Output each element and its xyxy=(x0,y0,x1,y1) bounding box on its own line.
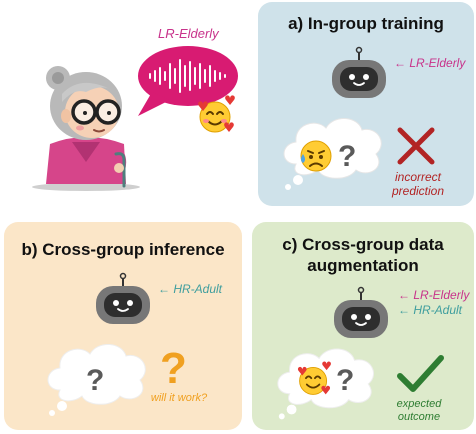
panel-c-title: c) Cross-group data augmentation xyxy=(282,235,444,275)
panel-b-thought-text: ? xyxy=(86,364,105,397)
thought-cloud-icon xyxy=(283,118,382,190)
panel-c-thought-text: ? xyxy=(336,364,355,397)
panel-c-check-caption: expected outcome xyxy=(396,398,442,423)
robot-icon xyxy=(96,272,150,324)
robot-icon xyxy=(334,286,388,338)
thought-cloud-icon xyxy=(47,344,146,416)
question-mark-icon: ? xyxy=(160,344,187,393)
panel-c-robot-label-1: ← LR-Elderly xyxy=(398,288,470,302)
panel-a-cross-caption: incorrect prediction xyxy=(391,170,445,198)
panel-b-question-caption: will it work? xyxy=(150,392,208,404)
panel-b-robot-label: ← HR-Adult xyxy=(158,282,223,296)
panel-a-title: a) In-group training xyxy=(288,14,444,33)
speech-label: LR-Elderly xyxy=(158,26,219,41)
cross-icon xyxy=(397,127,435,165)
speech-bubble-icon xyxy=(138,46,238,116)
elderly-woman-icon xyxy=(32,66,140,191)
sound-wave-icon xyxy=(149,59,226,93)
checkmark-icon xyxy=(397,355,444,392)
smiling-hearts-emoji-icon xyxy=(198,95,235,133)
robot-icon xyxy=(332,46,386,98)
panel-c-robot-label-2: ← HR-Adult xyxy=(398,303,463,317)
panel-a-question-mark: ? xyxy=(338,140,357,173)
panel-b-title: b) Cross-group inference xyxy=(21,240,225,259)
sad-sweat-emoji-icon xyxy=(300,140,332,172)
smiling-hearts-emoji-icon xyxy=(297,361,331,395)
panel-a-robot-label: ← LR-Elderly xyxy=(394,56,466,70)
